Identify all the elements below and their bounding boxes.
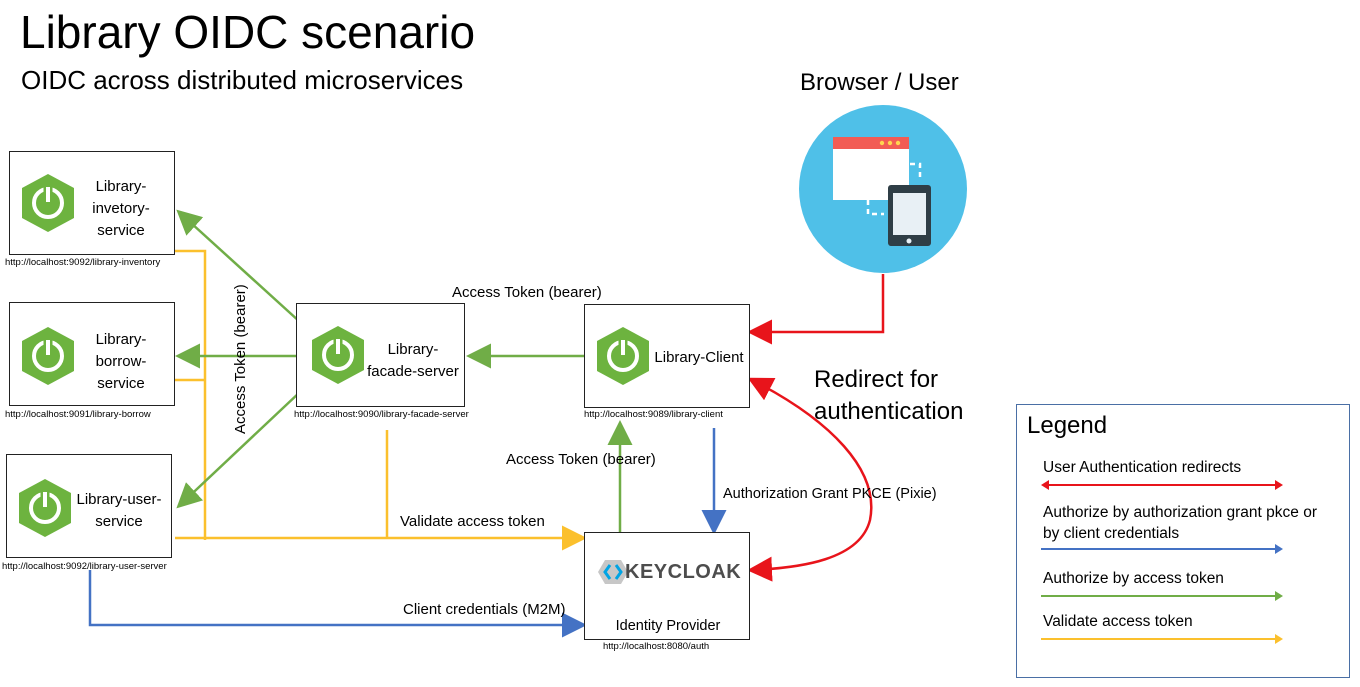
edge-label-redirect: Redirect for authentication <box>814 366 964 425</box>
client-credentials-user-idp <box>88 570 587 638</box>
borrow-service-url: http://localhost:9091/library-borrow <box>5 409 151 420</box>
keycloak-logo-text: KEYCLOAK <box>625 561 742 583</box>
legend: Legend User Authentication redirects Aut… <box>1016 404 1350 678</box>
legend-red-arrow <box>1041 480 1283 490</box>
user-service-url: http://localhost:9092/library-user-serve… <box>2 561 167 572</box>
inventory-service-url: http://localhost:9092/library-inventory <box>5 257 161 268</box>
legend-green-arrow <box>1041 591 1283 601</box>
page-subtitle: OIDC across distributed microservices <box>21 65 464 95</box>
browser-label: Browser / User <box>800 69 959 96</box>
borrow-service-box[interactable]: Library- borrow- service <box>9 302 175 406</box>
spring-power-icon <box>19 479 71 537</box>
legend-title: Legend <box>1027 412 1108 439</box>
edge-label-client-credentials: Client credentials (M2M) <box>403 601 566 618</box>
legend-item-label: User Authentication redirects <box>1043 459 1242 476</box>
redirect-browser-client <box>747 274 885 345</box>
identity-provider-url: http://localhost:8080/auth <box>603 641 710 652</box>
spring-power-icon <box>22 174 74 232</box>
page-title: Library OIDC scenario <box>20 6 476 58</box>
edge-label-access-token-top: Access Token (bearer) <box>452 284 602 301</box>
edge-label-access-token-mid: Access Token (bearer) <box>506 451 656 468</box>
spring-power-icon <box>597 327 649 385</box>
legend-item-label: Validate access token <box>1043 613 1193 630</box>
user-service-box[interactable]: Library-user- service <box>6 454 172 558</box>
legend-item-label: Authorize by access token <box>1043 570 1224 587</box>
facade-server-box[interactable]: Library- facade-server <box>296 303 465 407</box>
inventory-service-box[interactable]: Library- invetory- service <box>9 151 175 255</box>
identity-provider-box[interactable]: KEYCLOAK Identity Provider <box>584 532 750 640</box>
legend-yellow-arrow <box>1041 634 1283 644</box>
facade-server-url: http://localhost:9090/library-facade-ser… <box>294 409 469 420</box>
validate-token-edges <box>175 249 587 551</box>
edge-label-validate: Validate access token <box>400 513 545 530</box>
borrow-service-label: Library- borrow- service <box>95 331 147 392</box>
access-token-edges <box>175 209 633 532</box>
browser-user-icon <box>799 105 967 273</box>
access-token-facade-inventory <box>176 209 301 323</box>
edge-label-access-token-vertical: Access Token (bearer) <box>232 284 249 434</box>
keycloak-logo-icon <box>598 560 628 584</box>
legend-blue-arrow <box>1041 544 1283 554</box>
edge-label-auth-grant: Authorization Grant PKCE (Pixie) <box>723 486 937 502</box>
access-token-facade-user <box>176 391 301 509</box>
user-service-label: Library-user- service <box>76 491 162 530</box>
legend-item-label: Authorize by authorization grant pkce or… <box>1043 504 1317 542</box>
spring-power-icon <box>312 326 364 384</box>
facade-server-label: Library- facade-server <box>367 341 459 380</box>
identity-provider-label: Identity Provider <box>615 618 721 634</box>
authorization-edges <box>88 428 727 638</box>
spring-power-icon <box>22 327 74 385</box>
library-client-label: Library-Client <box>654 349 744 366</box>
redirect-client-idp <box>747 377 873 582</box>
redirect-edges <box>747 274 885 582</box>
library-client-url: http://localhost:9089/library-client <box>584 409 723 420</box>
validate-line-inventory <box>175 249 207 540</box>
library-client-box[interactable]: Library-Client <box>584 304 750 408</box>
inventory-service-label: Library- invetory- service <box>92 178 150 239</box>
